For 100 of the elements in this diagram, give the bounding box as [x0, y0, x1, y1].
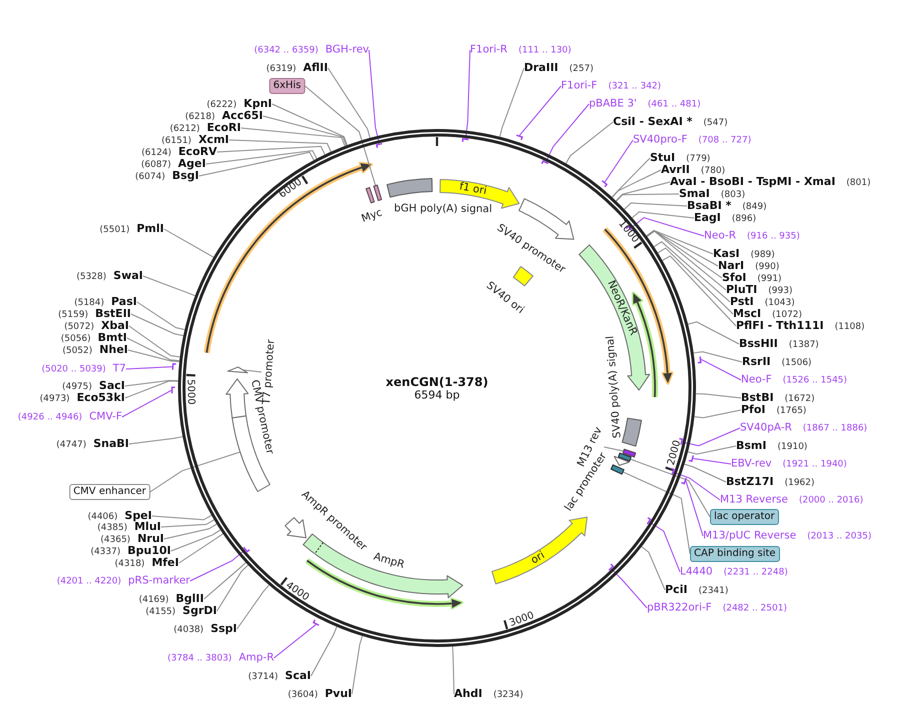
primer-name: CMV-F	[89, 412, 122, 422]
primer-binding-position: (2013 .. 2035)	[807, 532, 872, 542]
cut-site-position: (1910)	[778, 443, 808, 452]
feature-mark	[366, 187, 375, 204]
cut-site-position: (6074)	[135, 173, 166, 182]
enzyme-name: CsiI - SexAI *	[613, 116, 692, 127]
feature-mark	[622, 448, 636, 458]
primer-name: SV40pro-F	[633, 134, 688, 145]
leader-line	[684, 464, 726, 482]
enzyme-name: PfoI	[741, 404, 766, 415]
leader-line	[646, 230, 726, 290]
primer-binding-position: (2482 .. 2501)	[722, 604, 787, 614]
primer-name: Amp-R	[238, 652, 274, 663]
enzyme-name: ScaI	[285, 670, 311, 681]
primer-binding-mark	[541, 160, 549, 164]
leader-line	[692, 458, 732, 464]
cut-site-position: (1072)	[772, 311, 802, 320]
primer-binding-position: (4926 .. 4946)	[18, 414, 82, 422]
primer-binding-mark	[312, 620, 320, 626]
enzyme-name: SmaI	[679, 188, 710, 199]
leader-line	[178, 533, 224, 564]
primer-binding-position: (708 .. 727)	[698, 136, 752, 146]
primer-name: pBABE 3'	[589, 98, 637, 109]
scale-tick-label: 2000	[667, 440, 684, 467]
leader-line	[616, 182, 670, 202]
primer-name: M13 Reverse	[720, 494, 788, 505]
primer-binding-mark	[171, 386, 175, 394]
primer-binding-mark	[688, 455, 694, 462]
enzyme-name: AvaI - BsoBI - TspMI - XmaI	[670, 176, 836, 187]
cut-site-position: (801)	[846, 179, 871, 188]
leader-line	[630, 217, 704, 236]
leader-line	[604, 446, 624, 452]
leader-line	[657, 247, 734, 314]
leader-line	[693, 351, 742, 362]
cut-site-position: (6218)	[185, 113, 216, 122]
leader-line	[328, 68, 370, 138]
feature-label: T7 promoter	[262, 339, 276, 405]
leader-line	[688, 321, 740, 344]
enzyme-name: BglII	[176, 593, 204, 604]
cut-site-position: (849)	[742, 203, 767, 212]
enzyme-name: EcoRV	[178, 146, 217, 157]
leader-line	[126, 338, 180, 362]
primer-binding-mark	[626, 226, 633, 232]
leader-line	[368, 50, 380, 144]
primer-binding-mark	[172, 363, 176, 370]
pointed-feature-block	[492, 517, 588, 584]
primer-name: F1ori-R	[470, 44, 508, 55]
feature-label: AmpR	[372, 552, 406, 570]
enzyme-name: PluTI	[726, 284, 758, 295]
primer-binding-position: (5020 .. 5039)	[42, 366, 106, 374]
cut-site-position: (4337)	[90, 548, 120, 557]
primer-name: F1ori-F	[561, 80, 598, 91]
leader-line	[240, 128, 346, 146]
primer-name: BGH-rev	[325, 44, 369, 55]
cut-site-position: (1765)	[776, 407, 806, 416]
enzyme-name: PciI	[665, 584, 688, 595]
leader-line	[236, 584, 270, 630]
primer-binding-position: (2000 .. 2016)	[798, 496, 864, 506]
feature-label: f1 ori	[458, 182, 488, 197]
cut-site-position: (993)	[768, 287, 792, 296]
primer-binding-mark	[243, 546, 250, 553]
plasmid-name: xenCGN(1-378)	[386, 376, 488, 388]
pointed-feature-block	[284, 517, 306, 538]
leader-line	[142, 276, 196, 296]
leader-line	[262, 116, 347, 146]
primer-binding-position: (1921 .. 1940)	[782, 460, 847, 470]
leader-line	[610, 568, 648, 608]
enzyme-name: SgrDI	[182, 605, 217, 616]
cut-site-position: (1672)	[784, 395, 815, 404]
cut-site-position: (6212)	[170, 125, 200, 134]
enzyme-name: SspI	[210, 623, 237, 634]
cut-site-position: (896)	[732, 215, 756, 224]
enzyme-name: XcmI	[198, 134, 229, 145]
enzyme-name: AhdI	[454, 688, 482, 699]
enzyme-name: BstEII	[95, 308, 131, 319]
enzyme-name: SnaBI	[93, 438, 129, 449]
cut-site-position: (989)	[750, 251, 775, 260]
leader-line	[122, 390, 172, 418]
pointed-feature-block	[226, 378, 249, 418]
primer-binding-mark	[698, 356, 702, 364]
enzyme-name: StuI	[650, 152, 676, 163]
enzyme-name: SpeI	[124, 510, 152, 521]
cut-site-position: (5159)	[58, 311, 88, 320]
primer-binding-mark	[679, 438, 684, 445]
leader-line	[612, 170, 662, 198]
primer-binding-position: (1867 .. 1886)	[802, 424, 868, 434]
leader-line	[124, 380, 179, 386]
leader-line	[632, 211, 694, 218]
enzyme-name: DraIII	[524, 62, 558, 73]
enzyme-name: NheI	[99, 344, 128, 355]
enzyme-name: BmtI	[98, 332, 127, 343]
primer-binding-position: (461 .. 481)	[648, 100, 701, 110]
cut-site-position: (3604)	[288, 691, 318, 700]
cut-site-position: (1962)	[784, 479, 815, 488]
cut-site-position: (5328)	[76, 273, 106, 282]
cut-site-position: (257)	[569, 65, 594, 74]
cut-site-position: (991)	[757, 275, 782, 284]
leader-line	[622, 471, 690, 554]
enzyme-name: Acc65I	[222, 110, 263, 121]
leader-line	[124, 380, 179, 398]
